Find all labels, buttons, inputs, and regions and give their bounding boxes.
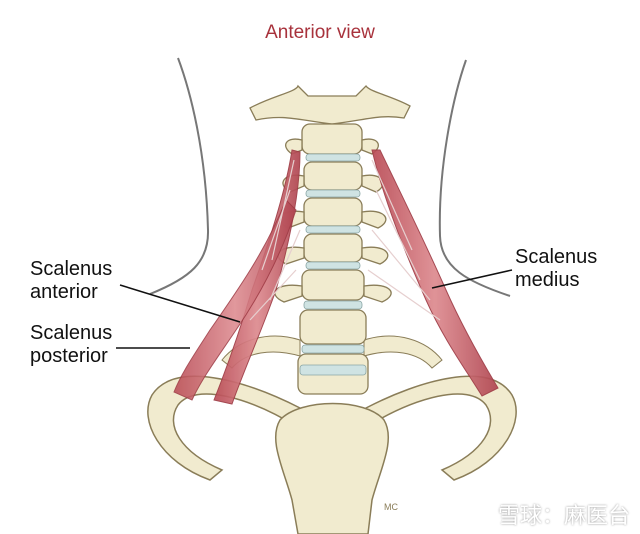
leader-line-scalenus-medius bbox=[431, 269, 513, 289]
label-scalenus-posterior: Scalenus posterior bbox=[30, 322, 112, 368]
intervertebral-discs bbox=[299, 153, 367, 376]
watermark-logo-icon bbox=[462, 498, 490, 526]
first-rib-right bbox=[365, 375, 517, 481]
label-line: Scalenus bbox=[30, 258, 113, 280]
neck-outline-left bbox=[149, 57, 210, 295]
label-line: medius bbox=[515, 269, 580, 291]
scalenus-tendons-right bbox=[367, 159, 441, 321]
figure-title: Anterior view bbox=[265, 22, 375, 43]
sternum bbox=[275, 402, 389, 534]
watermark-text: 雪球：麻医台 bbox=[497, 503, 630, 528]
label-line: anterior bbox=[30, 281, 98, 303]
cervical-spine bbox=[249, 84, 411, 395]
neck-outline-right bbox=[438, 59, 511, 297]
scalenus-posterior-muscle bbox=[173, 199, 297, 401]
label-line: posterior bbox=[30, 345, 108, 367]
label-line: Scalenus bbox=[30, 322, 113, 344]
second-rib-right bbox=[363, 335, 443, 369]
label-line: Scalenus bbox=[515, 246, 598, 268]
label-scalenus-anterior: Scalenus anterior bbox=[30, 258, 112, 304]
scalenus-tendons-left bbox=[249, 159, 301, 321]
artist-signature: MC bbox=[384, 502, 398, 512]
label-scalenus-medius: Scalenus medius bbox=[515, 246, 597, 292]
leader-line-scalenus-anterior bbox=[119, 284, 241, 323]
